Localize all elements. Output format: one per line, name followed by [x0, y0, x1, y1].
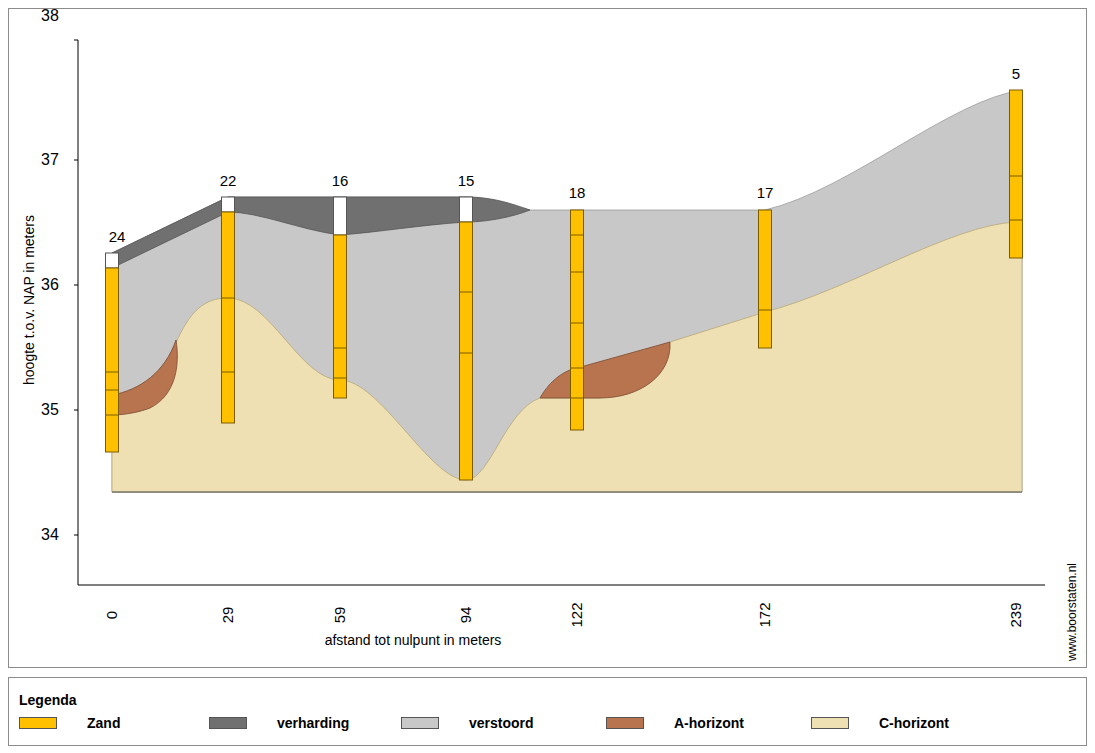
- axis-tick-label: 36: [41, 276, 59, 294]
- legend-label: verstoord: [469, 715, 534, 731]
- legend-label: verharding: [277, 715, 349, 731]
- borehole-number: 15: [458, 173, 475, 190]
- layer-boundary: [222, 372, 235, 373]
- layer-boundary: [106, 415, 119, 416]
- axis-ticks: [74, 40, 78, 535]
- legend-item: verstoord: [401, 714, 591, 734]
- borehole-column: [460, 222, 473, 480]
- legend-swatch: [401, 717, 439, 729]
- borehole-column: [334, 235, 347, 398]
- borehole-number: 16: [332, 173, 349, 190]
- axis-title: afstand tot nulpunt in meters: [325, 633, 502, 648]
- borehole-column: [106, 268, 119, 452]
- layer-boundary: [334, 378, 347, 379]
- borehole-number: 17: [757, 185, 774, 202]
- legend-item: A-horizont: [606, 714, 796, 734]
- axis-tick-label: 29: [220, 607, 237, 624]
- axis-tick-label: 59: [332, 607, 349, 624]
- layer-boundary: [460, 292, 473, 293]
- axis-tick-label: 239: [1008, 602, 1025, 627]
- borehole-cap: [106, 253, 119, 268]
- boreholes: [106, 90, 1023, 480]
- legend-swatch: [19, 717, 57, 729]
- borehole-number: 18: [569, 185, 586, 202]
- layer-boundary: [222, 298, 235, 299]
- layer-boundary: [571, 235, 584, 236]
- legend-item: Zand: [19, 714, 209, 734]
- borehole: [759, 210, 772, 348]
- legend-swatch: [811, 717, 849, 729]
- axis-tick-label: 0: [104, 611, 121, 619]
- layer-boundary: [106, 372, 119, 373]
- borehole: [460, 197, 473, 480]
- borehole-number: 22: [220, 173, 237, 190]
- legend-item: verharding: [209, 714, 399, 734]
- axis-tick-label: 35: [41, 401, 59, 419]
- layer-boundary: [106, 390, 119, 391]
- axis-tick-label: 34: [41, 526, 59, 544]
- layer-boundary: [1010, 176, 1023, 177]
- a-horizon-patch: [540, 342, 670, 398]
- borehole-column: [759, 210, 772, 348]
- borehole-cap: [460, 197, 473, 222]
- borehole-number: 5: [1012, 66, 1020, 83]
- borehole: [571, 210, 584, 430]
- axis-tick-label: 172: [757, 602, 774, 627]
- layer-boundary: [334, 348, 347, 349]
- borehole: [106, 253, 119, 452]
- layer-boundary: [1010, 220, 1023, 221]
- legend-panel: LegendaZand verharding verstoord A-horizont…: [8, 677, 1087, 746]
- layer-boundary: [460, 353, 473, 354]
- borehole: [1010, 90, 1023, 258]
- layer-boundary: [571, 368, 584, 369]
- verstoord-layer: [112, 90, 1022, 492]
- axis-tick-label: 94: [458, 607, 475, 624]
- axis-tick-label: 38: [41, 7, 59, 25]
- borehole-cap: [334, 197, 347, 235]
- legend-swatch: [606, 717, 644, 729]
- chart-frame: [9, 9, 1087, 668]
- borehole-number: 24: [109, 229, 126, 246]
- borehole: [334, 197, 347, 398]
- c-horizon-layer: [112, 222, 1022, 492]
- legend-label: Zand: [87, 715, 120, 731]
- legend-swatch: [209, 717, 247, 729]
- layer-boundary: [759, 310, 772, 311]
- layer-boundary: [571, 323, 584, 324]
- base-line: [112, 492, 1022, 493]
- axis-tick-label: 122: [569, 602, 586, 627]
- borehole: [222, 197, 235, 423]
- a-horizon-patch: [112, 340, 177, 415]
- x-axis: [78, 585, 1045, 586]
- borehole-cap: [222, 197, 235, 212]
- axis-tick-label: 37: [41, 151, 59, 169]
- legend-label: A-horizont: [674, 715, 744, 731]
- borehole-column: [222, 212, 235, 423]
- layer-boundary: [571, 272, 584, 273]
- borehole-column: [1010, 90, 1023, 258]
- legend-heading: Legenda: [19, 692, 77, 708]
- borehole-column: [571, 210, 584, 430]
- y-axis: [78, 40, 79, 585]
- layer-boundary: [571, 398, 584, 399]
- axis-title: hoogte t.o.v. NAP in meters: [22, 215, 37, 385]
- legend-item: C-horizont: [811, 714, 1001, 734]
- watermark: www.boorstaten.nl: [1066, 563, 1079, 661]
- legend-label: C-horizont: [879, 715, 949, 731]
